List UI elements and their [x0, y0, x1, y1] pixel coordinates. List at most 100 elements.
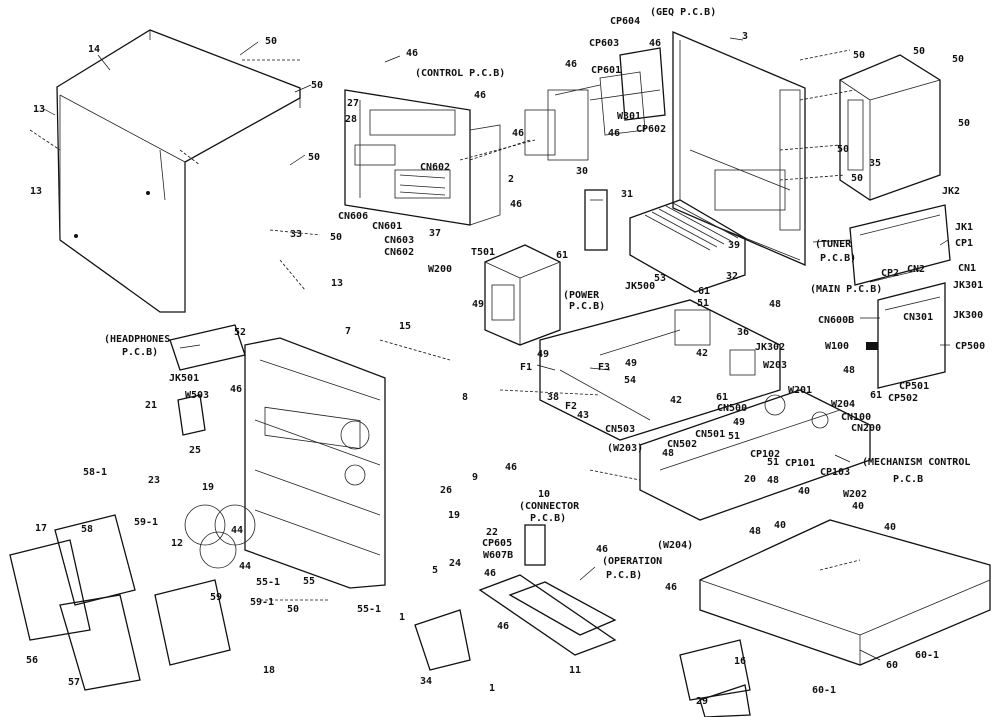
- label-50: 50: [958, 118, 970, 129]
- fastener-lines: [29, 49, 861, 601]
- label-50: 50: [308, 152, 320, 163]
- label-42: 42: [696, 348, 708, 359]
- label-49: 49: [472, 299, 484, 310]
- label-jk1: JK1: [955, 222, 973, 233]
- callout-labels: 14 50 50 13 13 50 46 (CONTROL P.C.B) 27 …: [26, 7, 985, 707]
- label-20: 20: [744, 474, 756, 485]
- label-49: 49: [733, 417, 745, 428]
- label-50: 50: [311, 80, 323, 91]
- front-panel-part: [244, 337, 386, 589]
- label-f3: F3: [598, 362, 610, 373]
- label-w503: W503: [185, 390, 209, 401]
- label-cn606: CN606: [338, 211, 368, 222]
- label-mechanism-pcb: (MECHANISM CONTROL: [862, 457, 970, 468]
- label-18: 18: [263, 665, 275, 676]
- cassette-door-part: [9, 514, 231, 691]
- label-52: 52: [234, 327, 246, 338]
- label-43: 43: [577, 410, 589, 421]
- label-3: 3: [742, 31, 748, 42]
- label-51: 51: [697, 298, 709, 309]
- label-61: 61: [698, 286, 710, 297]
- label-power-pcb: (POWER: [563, 290, 600, 301]
- label-55-1: 55-1: [357, 604, 381, 615]
- label-cn301: CN301: [903, 312, 933, 323]
- label-54: 54: [624, 375, 636, 386]
- label-58-1: 58-1: [83, 467, 107, 478]
- label-57: 57: [68, 677, 80, 688]
- label-60-1: 60-1: [812, 685, 836, 696]
- label-f2: F2: [565, 401, 577, 412]
- label-50: 50: [851, 173, 863, 184]
- label-cn1: CN1: [958, 263, 976, 274]
- label-21: 21: [145, 400, 157, 411]
- label-17: 17: [35, 523, 47, 534]
- label-46: 46: [512, 128, 524, 139]
- label-cn501: CN501: [695, 429, 725, 440]
- label-w204: (W204): [657, 540, 693, 551]
- label-w200: W200: [428, 264, 452, 275]
- main-pcb-part: [866, 282, 946, 389]
- label-w202: W202: [843, 489, 867, 500]
- label-cp101: CP101: [785, 458, 815, 469]
- label-w100: W100: [825, 341, 849, 352]
- label-50: 50: [952, 54, 964, 65]
- label-cp102: CP102: [750, 449, 780, 460]
- label-46: 46: [649, 38, 661, 49]
- label-48: 48: [749, 526, 761, 537]
- label-26: 26: [440, 485, 452, 496]
- label-w301: W301: [617, 111, 641, 122]
- bracket-31-part: [584, 189, 608, 251]
- label-tuner-pcb: P.C.B): [820, 253, 856, 264]
- label-35: 35: [869, 158, 881, 169]
- label-46: 46: [505, 462, 517, 473]
- label-51: 51: [728, 431, 740, 442]
- label-19: 19: [202, 482, 214, 493]
- label-29: 29: [696, 696, 708, 707]
- label-50: 50: [837, 144, 849, 155]
- geq-pcb-part: [524, 47, 666, 161]
- label-cp603: CP603: [589, 38, 619, 49]
- label-cp1: CP1: [955, 238, 973, 249]
- label-60-1: 60-1: [915, 650, 939, 661]
- label-cn600b: CN600B: [818, 315, 854, 326]
- label-w203: W203: [763, 360, 787, 371]
- label-55-1: 55-1: [256, 577, 280, 588]
- label-jk2: JK2: [942, 186, 960, 197]
- label-49: 49: [537, 349, 549, 360]
- label-46: 46: [230, 384, 242, 395]
- leader-lines: [41, 37, 950, 661]
- label-16: 16: [734, 656, 746, 667]
- label-jk500: JK500: [625, 281, 655, 292]
- label-connector-pcb: (CONNECTOR: [519, 501, 580, 512]
- label-50: 50: [265, 36, 277, 47]
- label-46: 46: [596, 544, 608, 555]
- label-cn603: CN603: [384, 235, 414, 246]
- bottom-chassis-part: [699, 519, 991, 666]
- label-48: 48: [767, 475, 779, 486]
- label-37: 37: [429, 228, 441, 239]
- label-w203: (W203): [607, 443, 643, 454]
- label-cn502: CN502: [667, 439, 697, 450]
- label-1: 1: [399, 612, 405, 623]
- label-46: 46: [510, 199, 522, 210]
- label-50: 50: [913, 46, 925, 57]
- label-14: 14: [88, 44, 100, 55]
- label-5: 5: [432, 565, 438, 576]
- label-jk301: JK301: [953, 280, 983, 291]
- label-22: 22: [486, 527, 498, 538]
- label-w204: W204: [831, 399, 855, 410]
- label-40: 40: [852, 501, 864, 512]
- speaker-grill-part: [184, 504, 256, 569]
- label-tuner-pcb: (TUNER: [815, 239, 852, 250]
- tuner-pcb-part: [849, 204, 951, 286]
- label-cn503: CN503: [605, 424, 635, 435]
- label-49: 49: [625, 358, 637, 369]
- label-25: 25: [189, 445, 201, 456]
- label-f1: F1: [520, 362, 532, 373]
- label-51: 51: [767, 457, 779, 468]
- label-60: 60: [886, 660, 898, 671]
- label-7: 7: [345, 326, 351, 337]
- label-48: 48: [769, 299, 781, 310]
- label-40: 40: [884, 522, 896, 533]
- label-56: 56: [26, 655, 38, 666]
